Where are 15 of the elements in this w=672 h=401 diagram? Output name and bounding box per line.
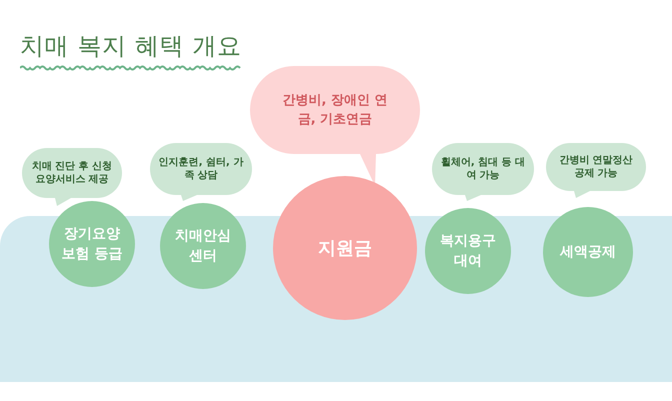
- node-label: 장기요양 보험 등급: [60, 225, 124, 264]
- bubble-text: 간병비, 장애인 연금, 기초연금: [282, 92, 388, 129]
- node-label: 치매안심 센터: [174, 227, 232, 266]
- title: 치매 복지 혜택 개요: [20, 31, 242, 62]
- node-label: 복지용구 대여: [439, 232, 497, 271]
- bubble-text: 간병비 연말정산 공제 가능: [558, 154, 634, 180]
- node-label: 세액공제: [560, 243, 616, 262]
- bubble-text: 치매 진단 후 신청 요양서비스 제공: [30, 160, 114, 186]
- speech-bubble: [150, 143, 252, 201]
- bubble-text: 휠체어, 침대 등 대여 가능: [440, 156, 526, 182]
- bubble-text: 인지훈련, 쉼터, 가족 상담: [158, 156, 244, 182]
- speech-bubble: [22, 148, 122, 206]
- speech-bubble: [432, 143, 534, 201]
- speech-bubble: [546, 143, 646, 198]
- node-label: 지원금: [318, 236, 372, 260]
